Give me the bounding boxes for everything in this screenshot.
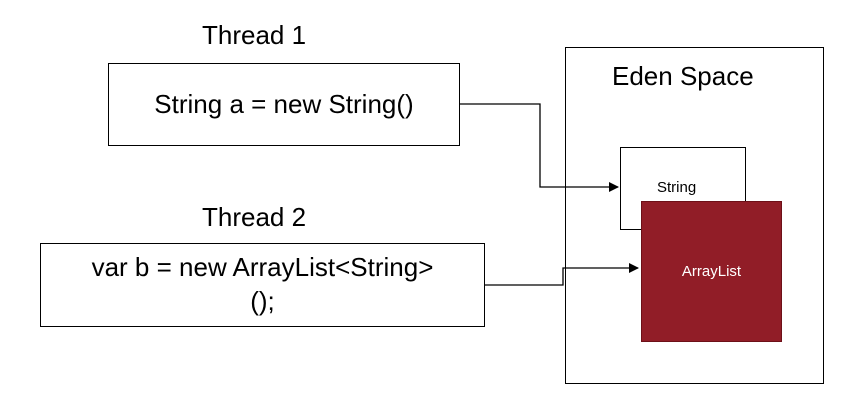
eden-space-title: Eden Space xyxy=(612,61,754,91)
thread-2-code: var b = new ArrayList<String> (); xyxy=(92,251,434,319)
arraylist-object-label: ArrayList xyxy=(681,263,742,280)
thread-1-code-box: String a = new String() xyxy=(108,63,460,146)
thread-2-to-arraylist-arrow xyxy=(485,263,639,286)
thread-1-code: String a = new String() xyxy=(154,88,414,119)
thread-1-to-string-arrow xyxy=(460,103,619,192)
thread-2-title: Thread 2 xyxy=(202,202,307,232)
thread-2-code-line-2: (); xyxy=(250,286,275,316)
thread-1-title: Thread 1 xyxy=(202,20,307,50)
thread-2-code-box: var b = new ArrayList<String> (); xyxy=(40,243,485,327)
string-object-label: String xyxy=(657,179,697,196)
arraylist-object-box: ArrayList xyxy=(641,201,782,342)
thread-2-code-line-1: var b = new ArrayList<String> xyxy=(91,252,434,283)
